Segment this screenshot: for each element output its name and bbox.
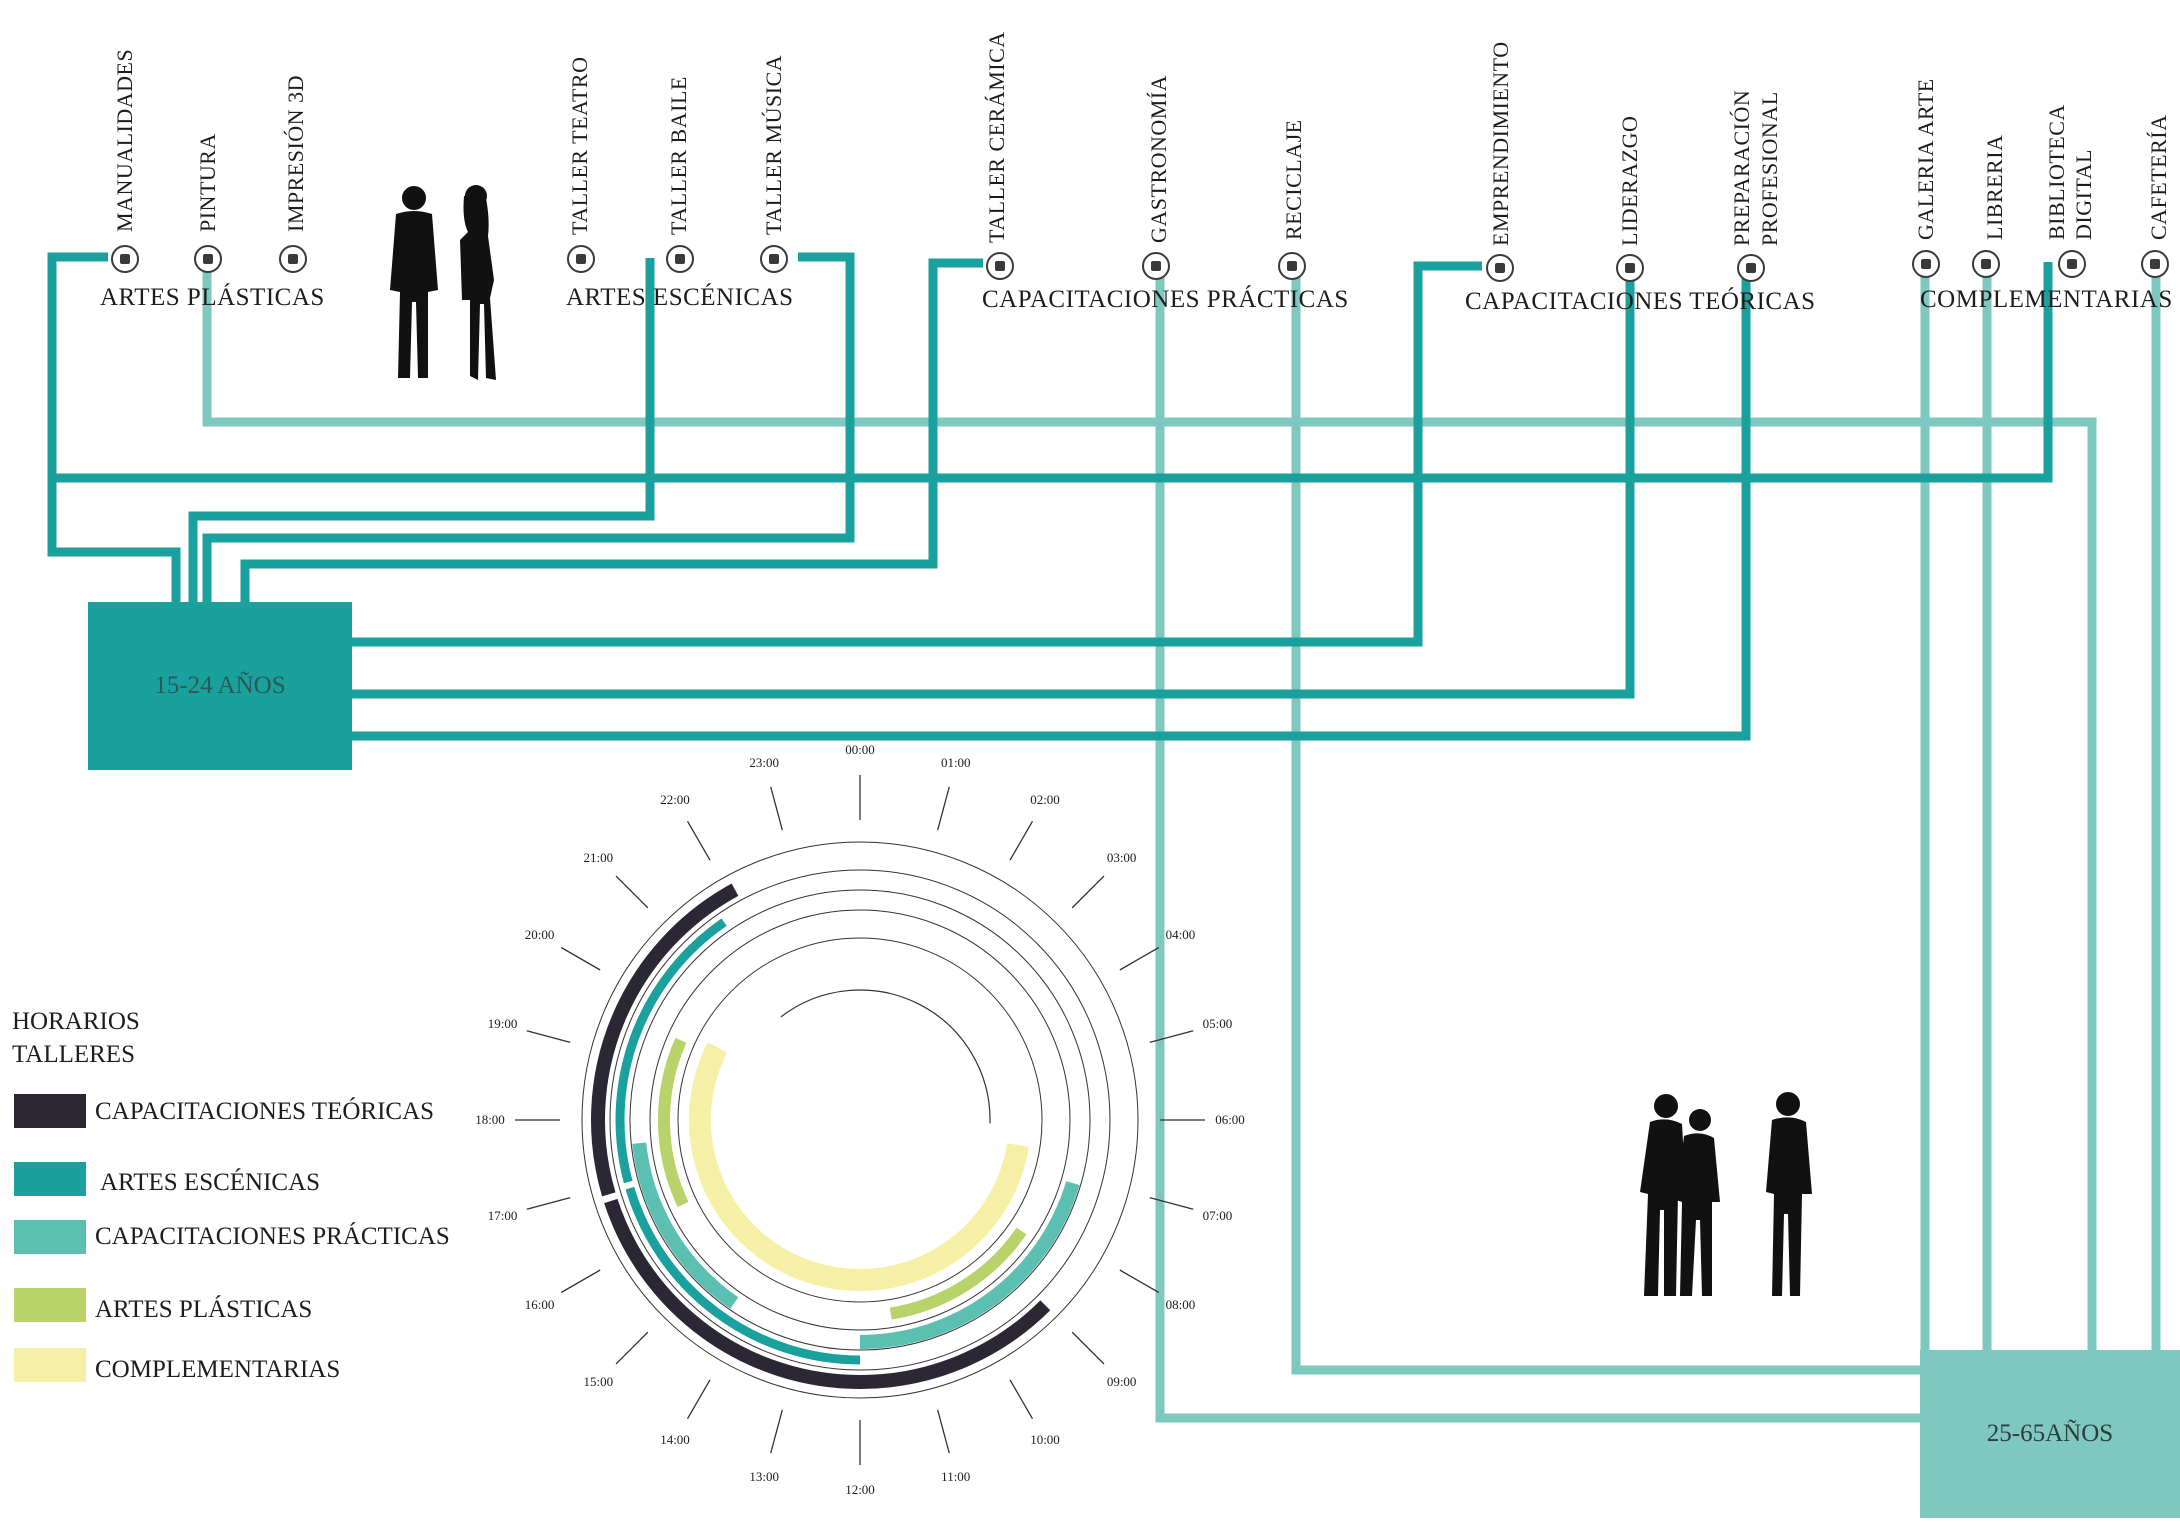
clock-hour-label: 09:00 [1106,1373,1137,1389]
activity-taller-baile: TALLER BAILE [666,76,691,235]
clock-hour-label: 08:00 [1165,1297,1196,1312]
pottery-icon [986,252,1014,280]
activity-impresion-3d: IMPRESIÓN 3D [283,75,308,232]
category-complementarias: COMPLEMENTARIAS [1920,286,2173,313]
activity-galeria-arte: GALERIA ARTE [1913,78,1938,240]
chef-hat-icon [1142,252,1170,280]
printer-3d-icon [279,245,307,273]
activity-biblioteca-line1: BIBLIOTECA [2044,104,2069,240]
clock-hour-label: 15:00 [583,1373,614,1389]
wire-pintura-adult [202,262,2097,1352]
music-note-icon [760,245,788,273]
wire-liderazgo-young [350,262,1635,699]
clock-hour-label: 11:00 [941,1469,971,1485]
wire-gastronomia-adult [1155,262,1922,1423]
activity-manualidades: MANUALIDADES [112,48,137,232]
clock-hour-label: 05:00 [1202,1016,1233,1032]
legend-swatch-practicas [14,1220,86,1254]
clock-hour-label: 01:00 [940,754,971,770]
legend-swatch-plasticas [14,1288,86,1322]
book-icon [1972,250,2000,278]
legend-swatch-teoricas [14,1094,86,1128]
young-couple-silhouette [390,185,496,380]
clock-hour-label: 02:00 [1030,791,1060,807]
activity-preparacion-line1: PREPARACIÓN [1729,89,1754,246]
legend-title-line1: HORARIOS [12,1008,140,1035]
clock-hour-label: 12:00 [845,1482,875,1497]
age-group-15-24-box: 15-24 AÑOS [88,602,352,770]
coffee-cup-icon [2141,250,2169,278]
clock-hour-label: 00:00 [845,742,875,757]
clock-hour-label: 21:00 [583,850,614,866]
dancer-icon [666,245,694,273]
activity-taller-teatro: TALLER TEATRO [567,56,592,235]
brush-icon [194,245,222,273]
trophy-icon [1616,254,1644,282]
age-group-15-24-label: 15-24 AÑOS [154,672,286,699]
wire-baile-young [188,258,655,602]
computer-icon [2058,250,2086,278]
activity-preparacion-line2: PROFESIONAL [1757,91,1782,246]
adults-group-silhouette [1640,1092,1812,1296]
activity-cafeteria: CAFETERÍA [2146,114,2171,241]
clock-hour-label: 18:00 [475,1112,505,1127]
activity-biblioteca-line2: DIGITAL [2071,149,2096,240]
legend-label-teoricas: CAPACITACIONES TEÓRICAS [95,1098,435,1125]
activity-emprendimiento: EMPRENDIMIENTO [1488,41,1513,246]
clock-hour-label: 07:00 [1202,1207,1233,1223]
painting-icon [1912,250,1940,278]
legend-title: HORARIOS TALLERES [12,1005,140,1071]
category-artes-plasticas: ARTES PLÁSTICAS [100,284,325,311]
wire-preparacion-young [350,262,1751,741]
legend-swatch-complementarias [14,1348,86,1382]
clock-hour-label: 03:00 [1106,850,1137,866]
category-capacitaciones-practicas: CAPACITACIONES PRÁCTICAS [982,286,1349,313]
age-group-25-65-label: 25-65AÑOS [1986,1420,2114,1447]
wire-musica-young [202,252,855,602]
clock-hour-label: 16:00 [524,1297,555,1312]
activity-libreria: LIBRERIA [1982,134,2007,240]
legend-swatch-escenicas [14,1162,86,1196]
theater-masks-icon [567,245,595,273]
graduation-cap-icon [1737,254,1765,282]
clock-hour-label: 04:00 [1165,927,1196,942]
wire-emprendimiento-young [350,261,1482,647]
legend-label-practicas: CAPACITACIONES PRÁCTICAS [95,1223,450,1250]
clock-hour-label: 20:00 [524,927,555,942]
clock-hour-label: 22:00 [660,791,690,807]
legend-label-plasticas: ARTES PLÁSTICAS [95,1296,313,1323]
activity-liderazgo: LIDERAZGO [1617,115,1642,246]
clock-hour-label: 14:00 [660,1432,690,1448]
clock-hour-label: 10:00 [1030,1432,1060,1448]
legend-label-escenicas: ARTES ESCÉNICAS [100,1169,321,1196]
wire-ceramica-young [240,258,983,602]
activity-taller-musica: TALLER MÚSICA [761,54,786,235]
clock-hour-label: 06:00 [1215,1112,1245,1127]
wire-reciclaje-adult [1291,262,1922,1375]
activity-reciclaje: RECICLAJE [1281,119,1306,240]
legend-title-line2: TALLERES [12,1041,135,1068]
clock-hour-label: 19:00 [487,1016,518,1032]
activity-pintura: PINTURA [195,133,220,232]
clock-hour-label: 23:00 [749,754,780,770]
wire-biblioteca-young [52,262,2053,483]
scissors-icon [111,245,139,273]
clock-hour-label: 13:00 [749,1469,780,1485]
category-capacitaciones-teoricas: CAPACITACIONES TEÓRICAS [1465,288,1816,315]
calculator-icon [1486,254,1514,282]
wire-manualidades-young [47,252,181,602]
category-artes-escenicas: ARTES ESCÉNICAS [566,284,794,311]
clock-hour-label: 17:00 [487,1207,518,1223]
activity-gastronomia: GASTRONOMÍA [1146,74,1171,243]
age-group-25-65-box: 25-65AÑOS [1920,1350,2180,1518]
activity-taller-ceramica: TALLER CERÁMICA [984,31,1009,243]
recycle-icon [1278,252,1306,280]
legend-label-complementarias: COMPLEMENTARIAS [95,1356,341,1383]
